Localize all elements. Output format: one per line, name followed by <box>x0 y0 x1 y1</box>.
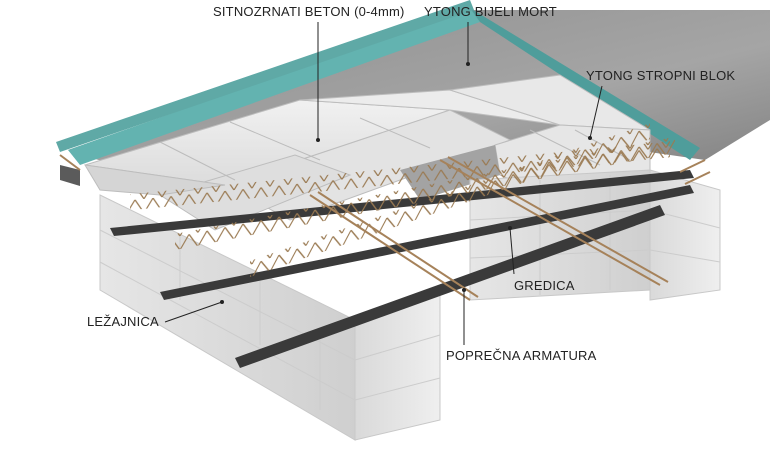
label-gredica: GREDICA <box>514 278 575 293</box>
label-ytong-stropni-blok: YTONG STROPNI BLOK <box>586 68 735 83</box>
callout-poprecna-armatura: POPREČNA ARMATURA <box>446 288 597 363</box>
callout-lezajnica: LEŽAJNICA <box>87 300 224 329</box>
label-lezajnica: LEŽAJNICA <box>87 314 159 329</box>
rear-wall-top <box>60 165 80 186</box>
label-sitnozrnati-beton: SITNOZRNATI BETON (0-4mm) <box>213 4 405 19</box>
callout-gredica: GREDICA <box>508 226 575 293</box>
label-poprecna-armatura: POPREČNA ARMATURA <box>446 348 597 363</box>
rebar-ends <box>59 154 711 185</box>
callout-sitnozrnati-beton: SITNOZRNATI BETON (0-4mm) <box>213 4 405 142</box>
label-ytong-bijeli-mort: YTONG BIJELI MORT <box>424 4 557 19</box>
callout-ytong-bijeli-mort: YTONG BIJELI MORT <box>424 4 557 66</box>
transverse-reinforcement <box>309 156 669 301</box>
support-wall-left <box>99 194 441 441</box>
callout-ytong-stropni-blok: YTONG STROPNI BLOK <box>586 68 735 140</box>
